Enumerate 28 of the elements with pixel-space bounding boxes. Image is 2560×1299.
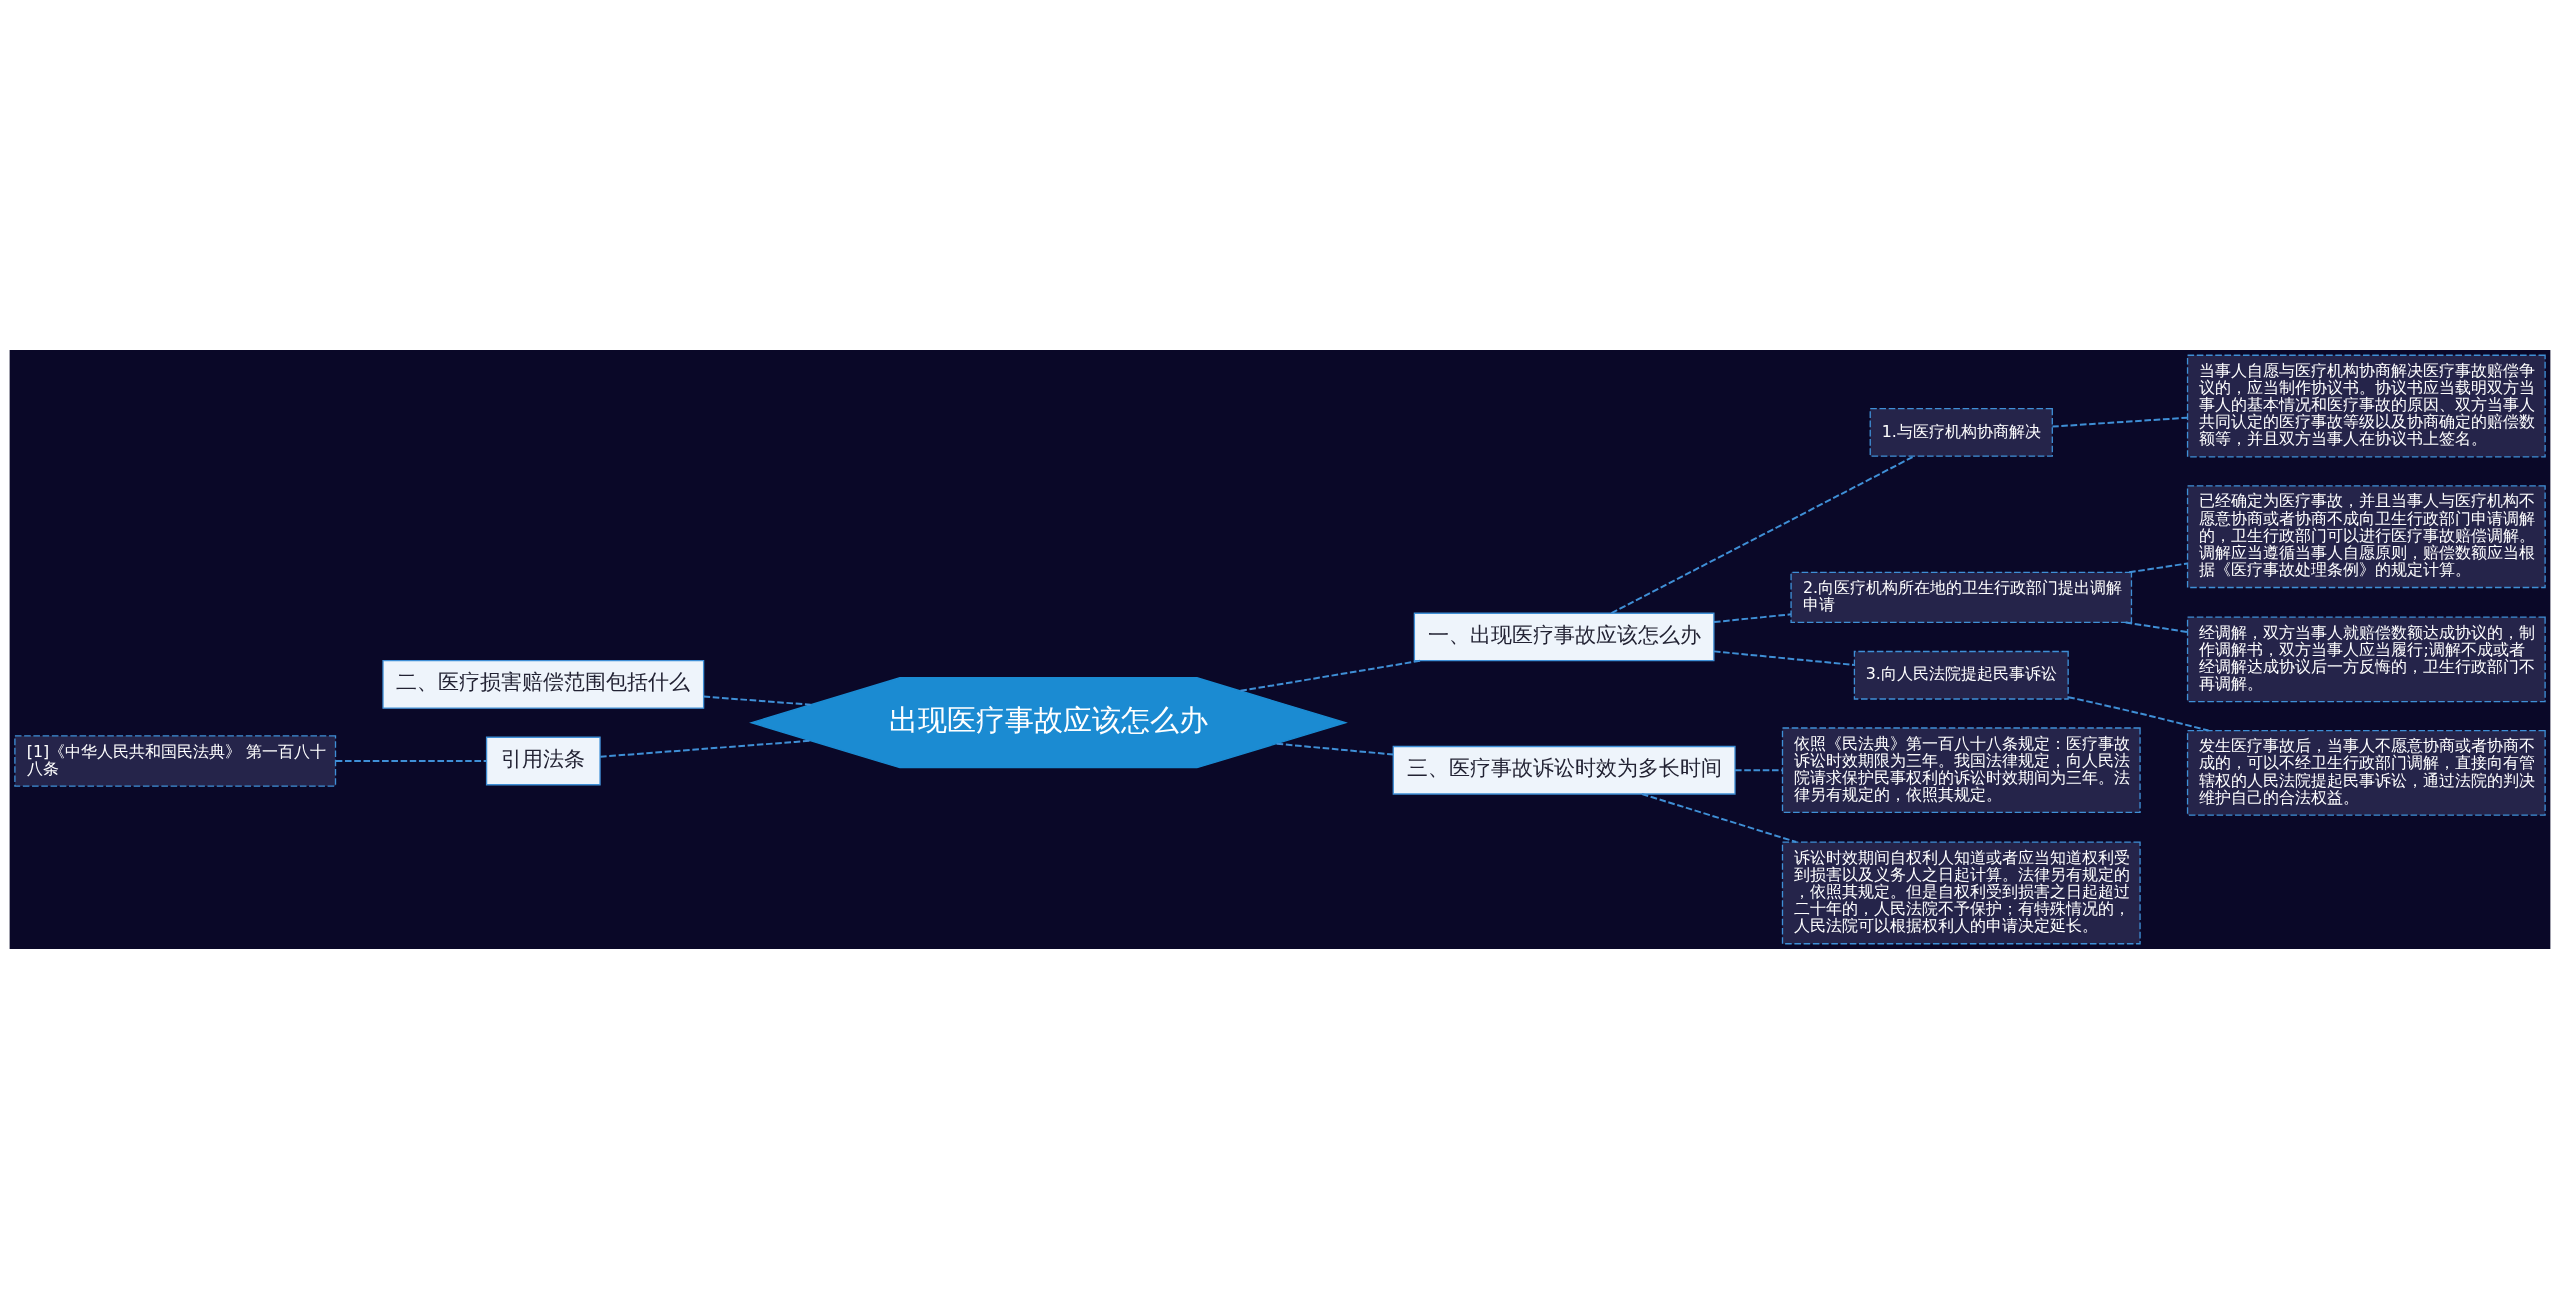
connector	[1734, 769, 1784, 772]
node-box: 三、医疗事故诉讼时效为多长时间	[1392, 745, 1736, 795]
node-box: 经调解，双方当事人就赔偿数额达成协议的，制作调解书，双方当事人应当履行;调解不成或者经调解达成协议后一方反悔的，卫生行政部门不再调解。	[2186, 616, 2546, 703]
connector	[2128, 562, 2189, 574]
connector	[1610, 455, 1915, 615]
node-box: 依照《民法典》第一百八十八条规定：医疗事故诉讼时效期限为三年。我国法律规定，向人民法院请求保护民事权利的诉讼时效期间为三年。法律另有规定的，依照其规定。	[1781, 727, 2141, 814]
connector	[1239, 659, 1422, 692]
node-box: 诉讼时效期间自权利人知道或者应当知道权利受到损害以及义务人之日起计算。法律另有规定的，依照其规定。但是自权利受到损害之日起超过二十年的，人民法院不予保护；有特殊情况的，人民法院可以根据权利人的申请决定延长。	[1781, 841, 2141, 945]
connector	[2051, 416, 2189, 428]
connector	[1275, 742, 1395, 756]
node-box: 引用法条	[485, 736, 601, 786]
connector	[2124, 621, 2189, 634]
connector	[1641, 793, 1798, 843]
node-box: 当事人自愿与医疗机构协商解决医疗事故赔偿争议的，应当制作协议书。协议书应当载明双方当事人的基本情况和医疗事故的原因、双方当事人共同认定的医疗事故等级以及协商确定的赔偿数额等，并且双方当事人在协议书上签名。	[2186, 354, 2546, 458]
node-box: [1]《中华人民共和国民法典》 第一百八十八条	[14, 735, 337, 787]
node-box: 已经确定为医疗事故，并且当事人与医疗机构不愿意协商或者协商不成向卫生行政部门申请调解的，卫生行政部门可以进行医疗事故赔偿调解。调解应当遵循当事人自愿原则，赔偿数额应当根据《医疗事故处理条例》的规定计算。	[2186, 485, 2546, 589]
node-box: 一、出现医疗事故应该怎么办	[1413, 612, 1715, 662]
node-box: 1.与医疗机构协商解决	[1869, 408, 2053, 457]
node-box: 2.向医疗机构所在地的卫生行政部门提出调解申请	[1790, 571, 2133, 624]
connector	[702, 695, 812, 706]
connector	[1713, 650, 1855, 666]
connector	[334, 760, 488, 762]
connector	[1713, 613, 1792, 624]
node-box: 发生医疗事故后，当事人不愿意协商或者协商不成的，可以不经卫生行政部门调解，直接向有管辖权的人民法院提起民事诉讼，通过法院的判决维护自己的合法权益。	[2186, 730, 2546, 816]
connector	[599, 739, 812, 758]
node-box: 3.向人民法院提起民事诉讼	[1853, 650, 2069, 700]
node-box: 二、医疗损害赔偿范围包括什么	[382, 660, 705, 709]
connector	[2067, 696, 2210, 732]
